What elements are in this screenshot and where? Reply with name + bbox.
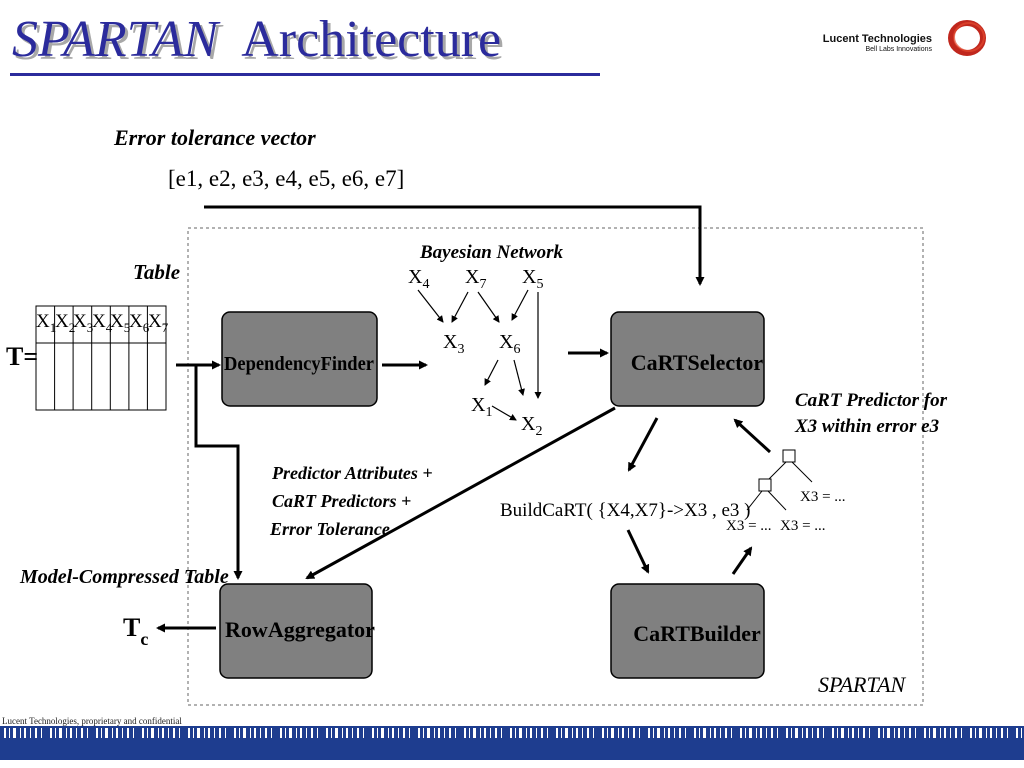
table-header: X4 xyxy=(92,311,113,335)
svg-text:Bayesian Network: Bayesian Network xyxy=(419,242,564,263)
bn-node: X3 xyxy=(443,331,464,357)
dependency-finder-module: DependencyFinder xyxy=(221,311,378,407)
model-compressed-label: Model-Compressed Table xyxy=(19,566,229,588)
table-header: X6 xyxy=(129,311,150,335)
bn-node: X2 xyxy=(521,413,542,439)
bn-node: X5 xyxy=(522,266,543,292)
cart-tree-icon: X3 = ... X3 = ... X3 = ... xyxy=(726,449,846,534)
predictor-line-3: Error Tolerance xyxy=(269,519,390,539)
tree-leaf-label: X3 = ... xyxy=(726,518,772,534)
error-vector-title: Error tolerance vector xyxy=(113,125,316,150)
bn-node: X4 xyxy=(408,266,429,292)
title-underline xyxy=(10,73,600,76)
lucent-logo-icon xyxy=(948,20,986,56)
t-equals: T= xyxy=(6,342,38,371)
table-to-aggregator-arrow xyxy=(194,365,243,580)
predictor-line-1: Predictor Attributes + xyxy=(271,463,433,483)
input-table: X1 X2 X3 X4 X5 X6 X7 xyxy=(35,305,169,411)
tree-leaf-label: X3 = ... xyxy=(780,518,826,534)
cart-predictor-line-1: CaRT Predictor for xyxy=(795,390,948,411)
tree-leaf-label: X3 = ... xyxy=(800,489,846,505)
svg-text:CaRTBuilder: CaRTBuilder xyxy=(633,621,761,646)
footer-pattern xyxy=(0,726,1024,740)
table-label: Table xyxy=(133,260,180,284)
table-header: X7 xyxy=(148,311,169,335)
cart-selector-module: CaRTSelector xyxy=(610,311,765,407)
row-aggregator-module: RowAggregator xyxy=(219,583,375,679)
bn-node: X6 xyxy=(499,331,520,357)
selector-to-aggregator-arrow xyxy=(305,406,616,580)
title-spartan: SPARTAN xyxy=(12,11,219,68)
table-header: X2 xyxy=(55,311,75,335)
error-vector: [e1, e2, e3, e4, e5, e6, e7] xyxy=(168,166,404,191)
tree-to-selector-arrow xyxy=(733,418,772,454)
table-header: X5 xyxy=(110,311,130,335)
selector-to-build-arrow xyxy=(627,417,659,472)
spartan-boundary xyxy=(187,227,924,706)
predictor-line-2: CaRT Predictors + xyxy=(272,491,411,511)
build-cart-call: BuildCaRT( {X4,X7}->X3 , e3 ) xyxy=(500,500,751,521)
svg-text:CaRTSelector: CaRTSelector xyxy=(631,350,764,375)
page-title: SPARTAN Architecture xyxy=(12,14,501,66)
architecture-diagram: Error tolerance vector [e1, e2, e3, e4, … xyxy=(6,125,948,706)
build-to-builder-arrow xyxy=(626,529,650,574)
tc-output: Tc xyxy=(123,613,148,649)
cart-predictor-line-2: X3 within error e3 xyxy=(794,416,939,437)
table-header: X1 xyxy=(36,311,56,335)
cart-builder-module: CaRTBuilder xyxy=(610,583,765,679)
bayesian-network: Bayesian Network X4 X7 X5 X3 X6 X1 X2 xyxy=(408,242,564,439)
table-header: X3 xyxy=(73,311,93,335)
error-vector-arrow xyxy=(204,205,705,286)
title-architecture: Architecture xyxy=(241,11,502,68)
confidentiality-note: Lucent Technologies, proprietary and con… xyxy=(2,716,182,726)
bn-node: X7 xyxy=(465,266,486,292)
builder-to-tree-arrow xyxy=(731,546,753,575)
svg-text:DependencyFinder: DependencyFinder xyxy=(224,353,374,375)
spartan-boundary-label: SPARTAN xyxy=(818,672,907,697)
svg-text:RowAggregator: RowAggregator xyxy=(225,617,375,642)
footer-bar xyxy=(0,726,1024,760)
bn-node: X1 xyxy=(471,394,492,420)
